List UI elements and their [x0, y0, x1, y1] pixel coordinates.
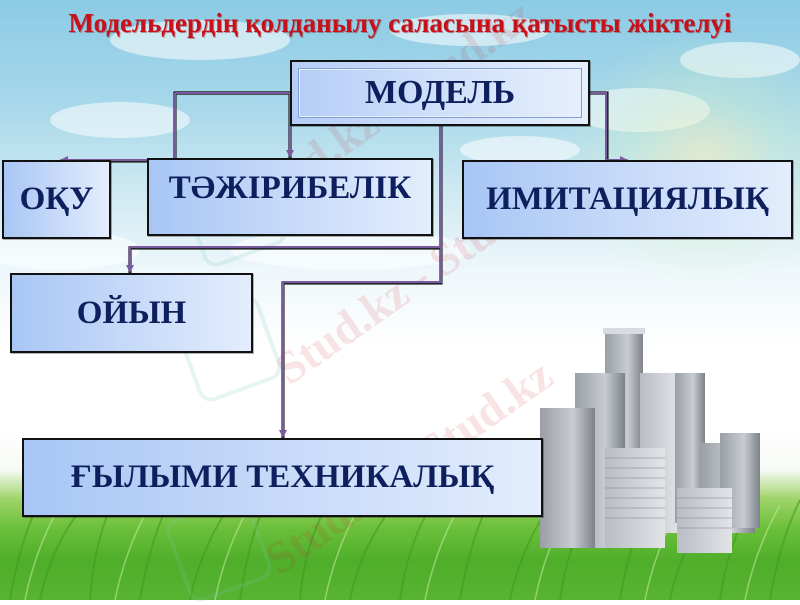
node-oqu: ОҚУ [2, 160, 111, 239]
node-imitaciyalyq: ИМИТАЦИЯЛЫҚ [462, 160, 793, 239]
city-buildings-illustration [540, 328, 760, 553]
node-label: ОҚУ [19, 181, 94, 217]
node-label: ТӘЖІРИБЕЛІК [168, 169, 412, 206]
root-node-model: МОДЕЛЬ [290, 60, 590, 126]
node-label: ИМИТАЦИЯЛЫҚ [486, 181, 769, 217]
node-gylymi-tehnikalyq: ҒЫЛЫМИ ТЕХНИКАЛЫҚ [22, 438, 543, 517]
node-tazhiribelik: ТӘЖІРИБЕЛІК [147, 158, 433, 236]
node-label: ОЙЫН [76, 294, 187, 331]
root-node-label: МОДЕЛЬ [364, 74, 516, 111]
slide-title: Модельдердің қолданылу саласына қатысты … [68, 8, 732, 38]
node-oiyn: ОЙЫН [10, 273, 253, 353]
node-label: ҒЫЛЫМИ ТЕХНИКАЛЫҚ [70, 459, 495, 495]
